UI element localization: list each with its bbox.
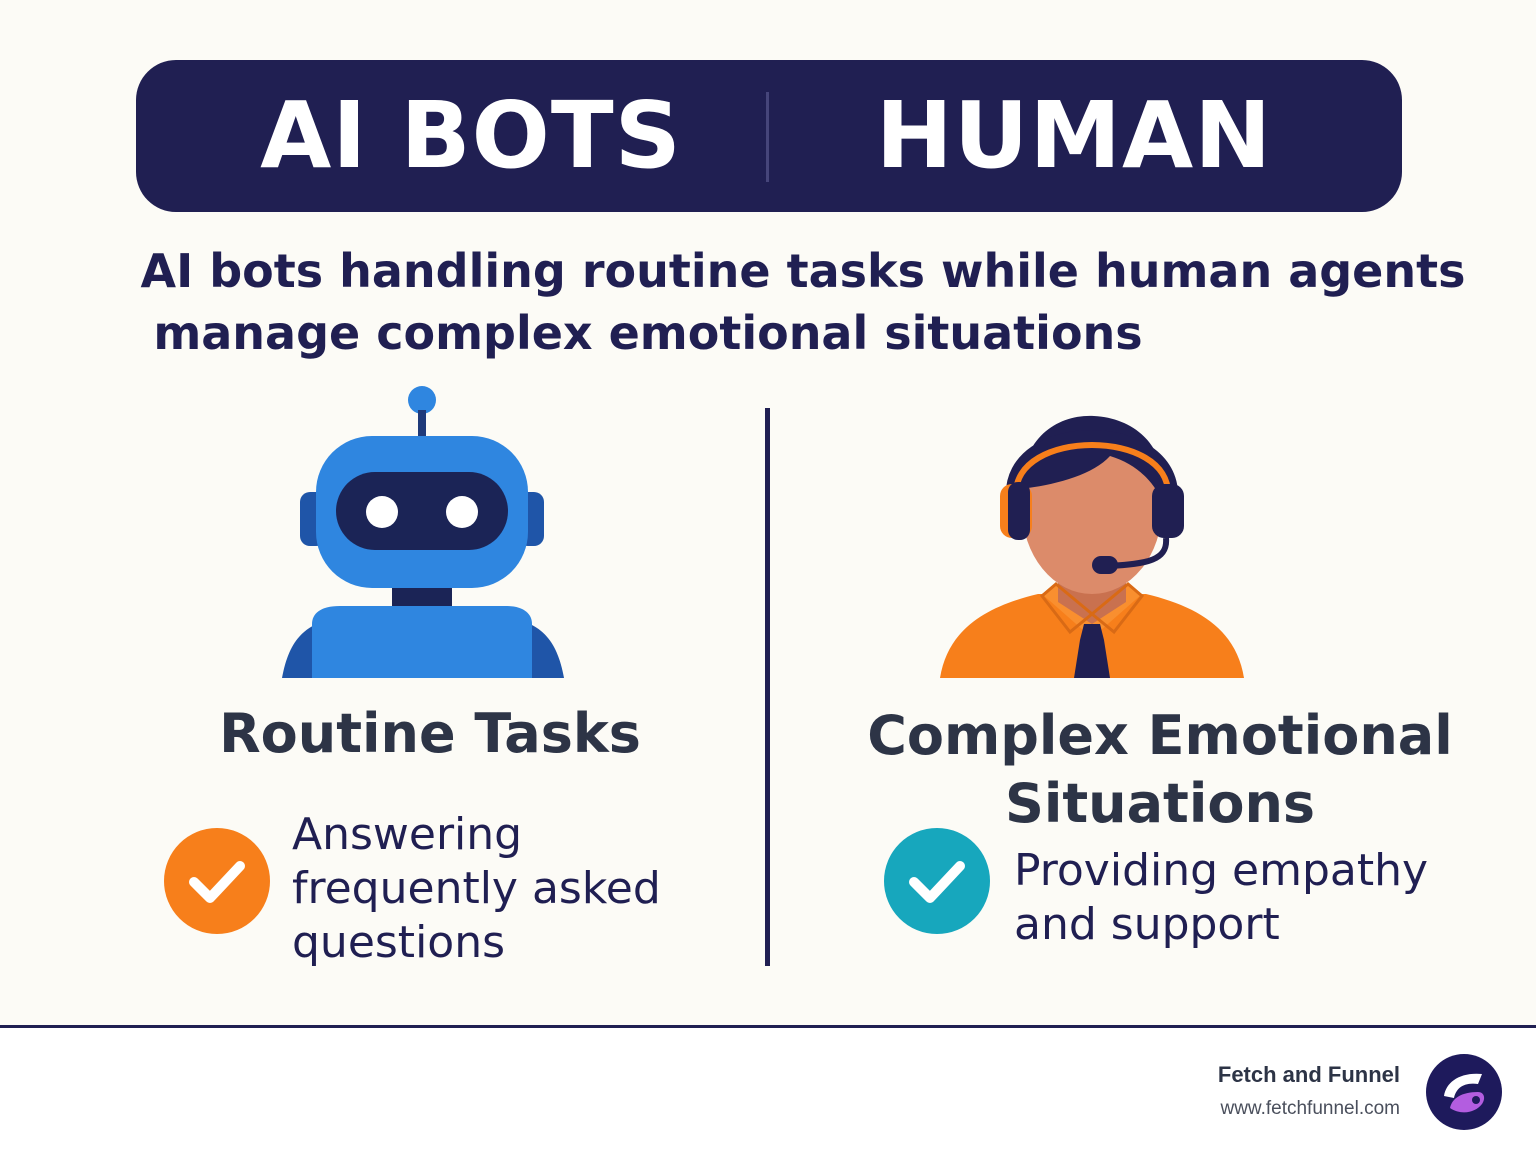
complex-title-line-1: Complex Emotional (867, 704, 1453, 767)
check-icon (884, 828, 990, 934)
banner-ai-bots-label: AI BOTS (260, 82, 682, 189)
infographic-canvas: AI BOTS HUMAN AI bots handling routine t… (0, 60, 1536, 968)
center-divider (765, 408, 770, 966)
robot-icon (282, 386, 564, 678)
fetch-and-funnel-logo (1426, 1054, 1502, 1130)
complex-emotional-situations-title: Complex Emotional Situations (860, 702, 1460, 838)
brand-url-link[interactable]: www.fetchfunnel.com (1220, 1098, 1400, 1119)
routine-tasks-title: Routine Tasks (219, 702, 641, 765)
emotional-situation-item: Providing empathy and support (1014, 845, 1429, 950)
subtitle: AI bots handling routine tasks while hum… (0, 240, 1536, 364)
comparison-banner: AI BOTS HUMAN (136, 60, 1402, 212)
footer (0, 1025, 1536, 1154)
brand-name: Fetch and Funnel (1217, 1062, 1400, 1087)
customer-support-agent-icon (940, 415, 1244, 678)
complex-title-line-2: Situations (1004, 772, 1316, 835)
banner-divider (766, 92, 769, 182)
check-icon (164, 828, 270, 934)
subtitle-line-1: AI bots handling routine tasks while hum… (140, 244, 1466, 298)
subtitle-line-2: manage complex emotional situations (153, 306, 1143, 360)
routine-task-item: Answering frequently asked questions (292, 809, 661, 968)
banner-human-label: HUMAN (875, 82, 1273, 189)
